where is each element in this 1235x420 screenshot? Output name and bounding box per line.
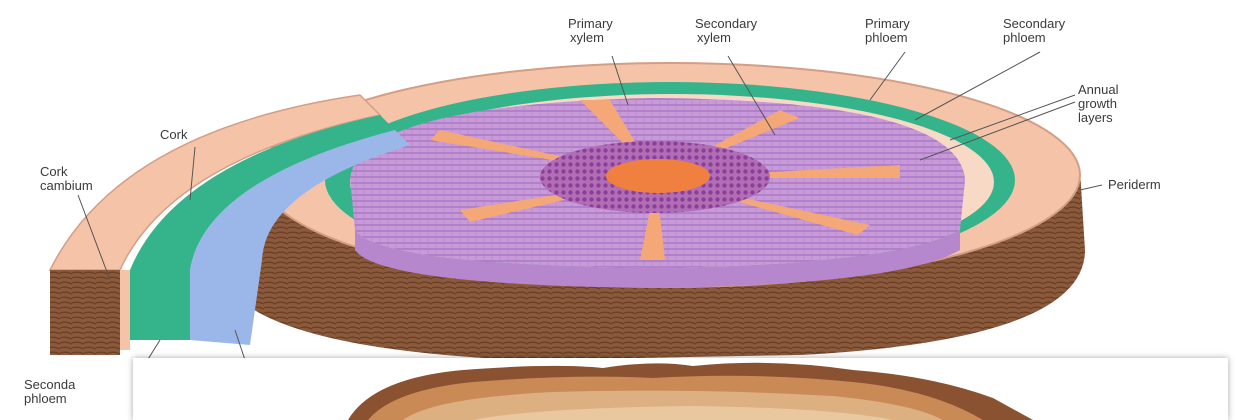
label-secondary-xylem: Secondary xylem xyxy=(695,17,757,45)
label-primary-phloem: Primary phloem xyxy=(865,17,910,45)
wood-log-photo xyxy=(133,358,1228,420)
label-cork-cambium: Cork cambium xyxy=(40,165,93,193)
label-periderm: Periderm xyxy=(1108,178,1161,192)
label-cork: Cork xyxy=(160,128,187,142)
pith xyxy=(540,141,770,213)
label-primary-xylem: Primary xylem xyxy=(568,17,613,45)
label-secondary-phloem-top: Secondary phloem xyxy=(1003,17,1065,45)
label-annual-growth-layers: Annual growth layers xyxy=(1078,83,1118,125)
label-secondary-phloem-bottom: Seconda phloem xyxy=(24,378,75,406)
